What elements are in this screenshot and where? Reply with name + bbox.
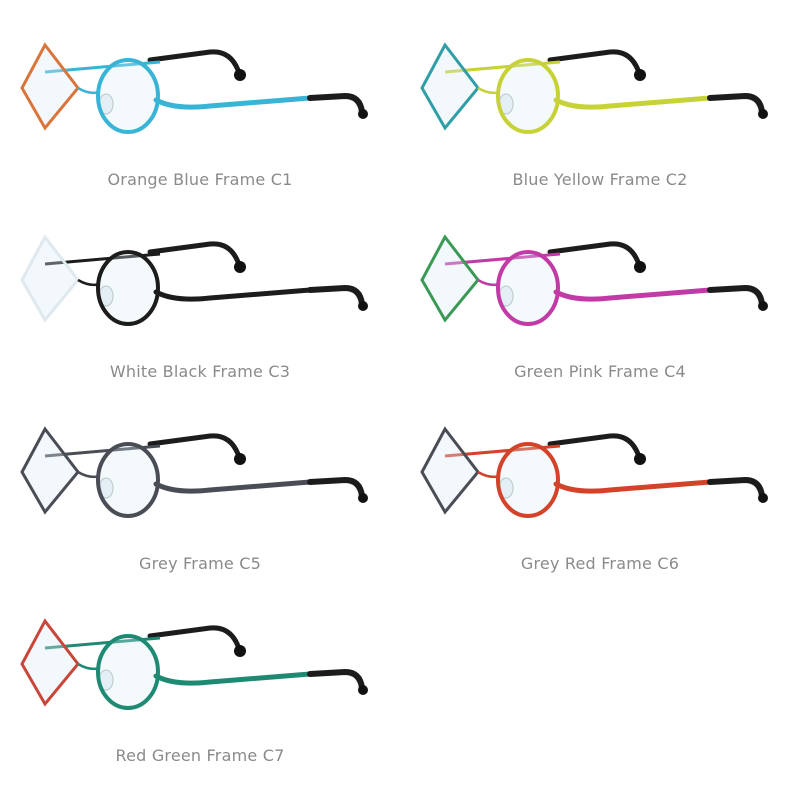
far-temple-arm xyxy=(147,49,241,73)
diamond-lens-frame xyxy=(420,426,480,515)
frame-variant-label: Orange Blue Frame C1 xyxy=(107,170,293,189)
frame-variant-label: Grey Frame C5 xyxy=(139,554,261,573)
temple-tip-end xyxy=(358,685,368,695)
temple-tip-end xyxy=(358,301,368,311)
near-temple-arm xyxy=(553,95,713,110)
round-lens-frame xyxy=(96,58,160,134)
far-temple-arm xyxy=(547,49,641,73)
temple-tip-end xyxy=(358,109,368,119)
diamond-lens-frame xyxy=(20,618,80,707)
frame-variant-card[interactable]: Grey Frame C5 xyxy=(0,384,400,576)
temple-tip xyxy=(307,668,365,691)
eyeglasses-image xyxy=(20,234,368,326)
temple-tip xyxy=(307,92,365,115)
far-temple-tip xyxy=(234,261,246,273)
frame-variant-label: White Black Frame C3 xyxy=(109,362,291,381)
temple-tip xyxy=(307,476,365,499)
far-temple-tip xyxy=(634,453,646,465)
eyeglasses-image xyxy=(20,426,368,518)
temple-tip xyxy=(707,284,765,307)
far-temple-tip xyxy=(634,261,646,273)
eyeglasses-image xyxy=(420,42,768,134)
diamond-lens-frame xyxy=(20,234,80,323)
far-temple-arm xyxy=(147,241,241,265)
far-temple-arm xyxy=(147,625,241,649)
frame-variant-card[interactable]: Grey Red Frame C6 xyxy=(400,384,800,576)
near-temple-arm xyxy=(153,287,313,302)
round-lens-frame xyxy=(96,634,160,710)
diamond-lens-frame xyxy=(20,426,80,515)
near-temple-arm xyxy=(153,95,313,110)
frame-variant-card[interactable]: White Black Frame C3 xyxy=(0,192,400,384)
frame-variant-label: Green Pink Frame C4 xyxy=(514,362,686,381)
temple-tip xyxy=(707,92,765,115)
far-temple-tip xyxy=(634,69,646,81)
temple-tip-end xyxy=(758,301,768,311)
far-temple-tip xyxy=(234,453,246,465)
round-lens-frame xyxy=(496,250,560,326)
frame-variant-label: Red Green Frame C7 xyxy=(115,746,285,765)
temple-tip-end xyxy=(358,493,368,503)
far-temple-tip xyxy=(234,69,246,81)
round-lens-frame xyxy=(496,58,560,134)
round-lens-frame xyxy=(96,250,160,326)
temple-tip-end xyxy=(758,109,768,119)
frame-variant-card[interactable]: Green Pink Frame C4 xyxy=(400,192,800,384)
round-lens-frame xyxy=(96,442,160,518)
far-temple-arm xyxy=(547,241,641,265)
far-temple-arm xyxy=(147,433,241,457)
frame-variant-label: Grey Red Frame C6 xyxy=(520,554,680,573)
far-temple-arm xyxy=(547,433,641,457)
eyeglasses-image xyxy=(420,426,768,518)
temple-tip xyxy=(707,476,765,499)
eyeglasses-image xyxy=(420,234,768,326)
near-temple-arm xyxy=(553,287,713,302)
temple-tip xyxy=(307,284,365,307)
frame-variant-label: Blue Yellow Frame C2 xyxy=(512,170,688,189)
near-temple-arm xyxy=(553,479,713,494)
near-temple-arm xyxy=(153,479,313,494)
diamond-lens-frame xyxy=(420,234,480,323)
round-lens-frame xyxy=(496,442,560,518)
near-temple-arm xyxy=(153,671,313,686)
frame-variant-card[interactable]: Blue Yellow Frame C2 xyxy=(400,0,800,192)
frame-variant-card[interactable]: Red Green Frame C7 xyxy=(0,576,400,768)
diamond-lens-frame xyxy=(420,42,480,131)
far-temple-tip xyxy=(234,645,246,657)
eyeglasses-image xyxy=(20,42,368,134)
diamond-lens-frame xyxy=(20,42,80,131)
temple-tip-end xyxy=(758,493,768,503)
frame-variant-card[interactable]: Orange Blue Frame C1 xyxy=(0,0,400,192)
eyeglasses-image xyxy=(20,618,368,710)
